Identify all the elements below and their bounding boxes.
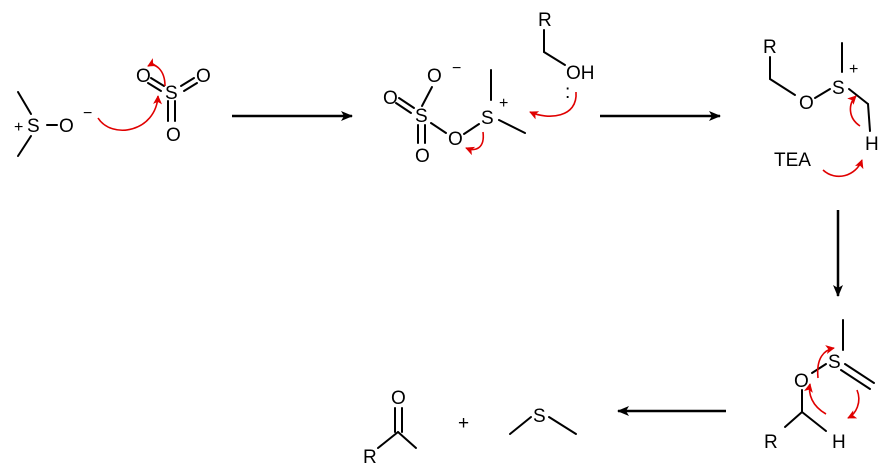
electron-arrows-step2 <box>465 91 577 156</box>
plus-sign: + <box>458 413 469 434</box>
oxygen-atom: O <box>383 88 398 109</box>
sulfur-atom: S <box>415 106 428 127</box>
sulfur-atom: S <box>828 352 841 373</box>
tea-base: TEA <box>774 150 811 171</box>
oxygen-atom: O <box>794 371 809 392</box>
hydroxyl-group: OH <box>566 63 595 84</box>
r-group: R <box>363 447 377 465</box>
aldehyde-product: O R <box>363 388 417 465</box>
minus-charge: − <box>83 105 92 122</box>
electron-arrows-step4 <box>804 345 860 419</box>
primary-alcohol: R OH : <box>538 10 595 103</box>
sulfur-atom: S <box>533 406 546 427</box>
r-group: R <box>763 37 777 58</box>
oxygen-atom: O <box>799 93 814 114</box>
sulfur-atom: S <box>165 83 178 104</box>
sulfur-atom: S <box>832 78 845 99</box>
oxygen-atom: O <box>427 66 442 87</box>
oxygen-atom: O <box>136 66 151 87</box>
electron-arrows-step3 <box>822 95 864 178</box>
plus-charge: + <box>499 95 508 112</box>
hydrogen-atom: H <box>832 432 846 453</box>
sulfur-atom: S <box>27 116 40 137</box>
oxygen-atom: O <box>391 388 406 409</box>
dmso-so3-adduct: O S O − O O S + <box>383 60 526 167</box>
r-group: R <box>538 10 552 31</box>
lone-pair: : <box>565 82 570 103</box>
oxygen-atom: O <box>415 146 430 167</box>
alkoxysulfonium-ion: R O S + H <box>763 37 879 155</box>
oxygen-atom: O <box>196 66 211 87</box>
plus-charge: + <box>849 61 858 78</box>
oxygen-atom: O <box>448 129 463 150</box>
oxygen-atom: O <box>166 125 181 146</box>
oxygen-atom: O <box>59 116 74 137</box>
electron-arrows-step1 <box>97 58 166 131</box>
sulfur-trioxide: S O O O <box>136 66 211 146</box>
r-group: R <box>764 432 778 453</box>
dimethyl-sulfide: S <box>509 406 577 435</box>
minus-charge: − <box>452 60 461 77</box>
sulfur-ylide: S O R H <box>764 319 875 453</box>
sulfur-atom: S <box>481 108 494 129</box>
plus-charge: + <box>14 119 23 136</box>
hydrogen-atom: H <box>865 134 879 155</box>
dmso-molecule: + S O − <box>14 91 92 157</box>
